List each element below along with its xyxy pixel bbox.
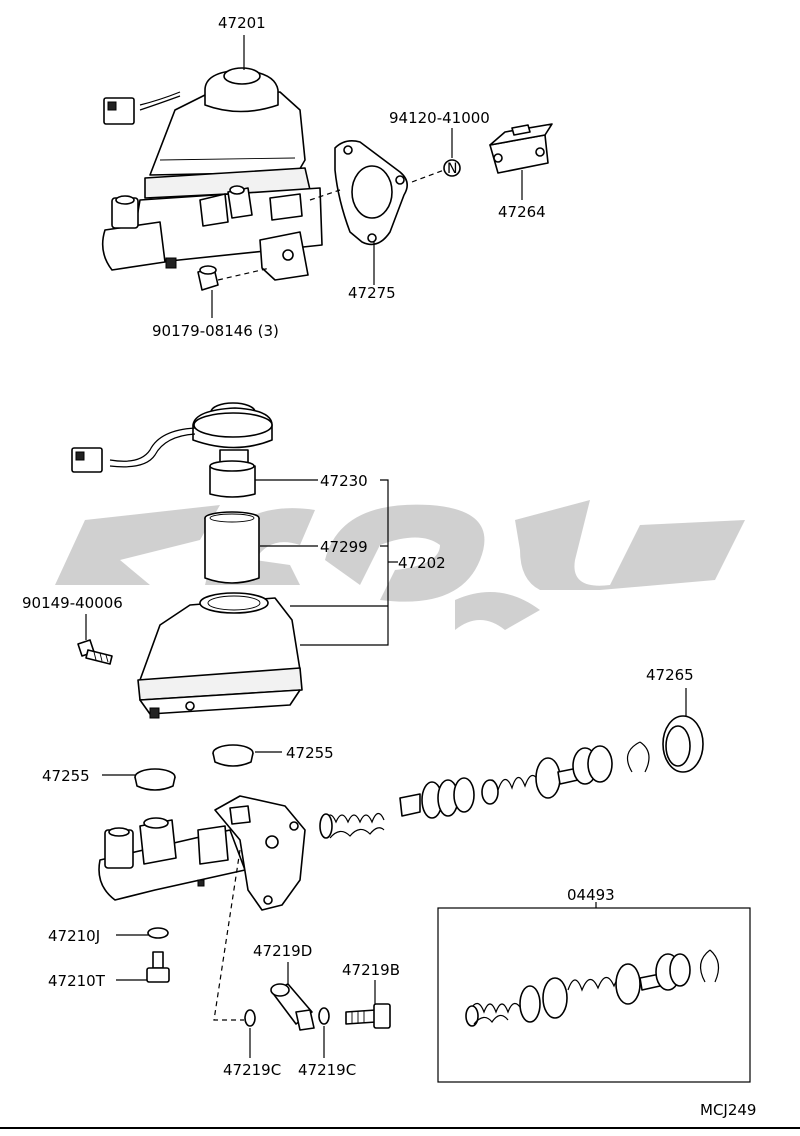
label-union-bolt-t: 47210T [48, 972, 106, 990]
reservoir-body-drawing [137, 592, 303, 719]
label-bolt-b: 47219B [342, 961, 400, 979]
gasket-c2-drawing [318, 1007, 330, 1025]
label-piston-kit: 04493 [567, 886, 615, 904]
assembly-dashline [213, 849, 244, 1021]
label-master-cylinder-assy: 47201 [218, 14, 266, 32]
label-grommet-a: 47255 [42, 767, 90, 785]
grommet-a-drawing [134, 768, 176, 791]
grommet-b-drawing [212, 744, 254, 767]
label-reservoir-strainer: 47299 [320, 538, 368, 556]
label-gasket-c1: 47219C [223, 1061, 281, 1079]
cylinder-body-drawing [98, 795, 306, 911]
bolt-b-drawing [345, 1003, 391, 1029]
label-reservoir-cap-sub: 47230 [320, 472, 368, 490]
reservoir-strainer-drawing [204, 511, 260, 584]
label-grommet-b: 47255 [286, 744, 334, 762]
diagram-code: MCJ249 [700, 1101, 756, 1119]
label-stop-light-switch-bracket: 47264 [498, 203, 546, 221]
gasket-c1-drawing [244, 1009, 256, 1027]
label-gasket: 47275 [348, 284, 396, 302]
union-bolt-t-drawing [146, 951, 170, 983]
piston-kit-box [437, 907, 751, 1083]
nut-symbol-n: N [447, 161, 457, 177]
label-gasket-c2: 47219C [298, 1061, 356, 1079]
part-labels: 47201 94120-41000 47264 47275 90179-0814… [22, 14, 756, 1119]
gasket-drawing [309, 140, 408, 246]
reservoir-screw-drawing [77, 639, 113, 665]
nut-drawing [197, 265, 271, 291]
union-d-drawing [270, 983, 315, 1031]
label-cylinder-seal-grommet: 47265 [646, 666, 694, 684]
master-cylinder-assy-drawing [101, 67, 323, 281]
watermark-logo [55, 500, 745, 630]
label-union-d: 47219D [253, 942, 312, 960]
union-nut-drawing: N [411, 159, 461, 183]
label-nut: 90179-08146 (3) [152, 322, 279, 340]
piston-parts-drawing [319, 715, 704, 839]
leader-lines [85, 35, 687, 1058]
reservoir-cap-drawing [71, 402, 273, 498]
label-gasket-j: 47210J [48, 927, 100, 945]
gasket-j-drawing [147, 927, 169, 939]
label-union-nut: 94120-41000 [389, 109, 490, 127]
label-reservoir-screw: 90149-40006 [22, 594, 123, 612]
bracket-drawing [489, 123, 553, 174]
label-reservoir-assy: 47202 [398, 554, 446, 572]
